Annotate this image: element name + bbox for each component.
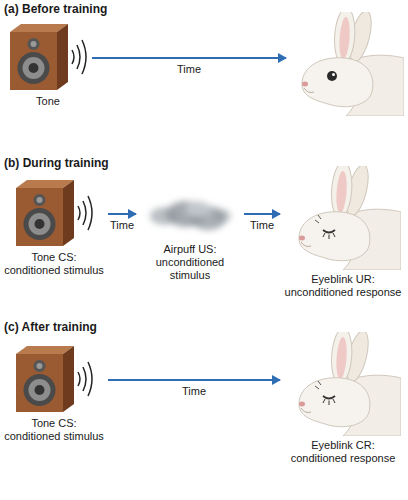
- rabbit-illustration: [288, 12, 404, 116]
- node-caption: Tone: [6, 95, 90, 108]
- rabbit-node: Eyeblink CR: conditioned response: [282, 332, 404, 465]
- speaker-illustration: [12, 176, 96, 248]
- speaker-node: Tone CS: conditioned stimulus: [2, 176, 106, 277]
- panel-heading: (b) During training: [4, 156, 109, 170]
- rabbit-illustration: [285, 332, 401, 436]
- edge-label: Time: [248, 219, 276, 232]
- time-arrow: [244, 213, 280, 215]
- time-arrow: [92, 57, 286, 59]
- edge-label: Time: [175, 63, 203, 76]
- panel-heading: (c) After training: [4, 320, 97, 334]
- speaker-node: Tone CS: conditioned stimulus: [2, 342, 106, 443]
- rabbit-node: [288, 12, 404, 116]
- panel-heading: (a) Before training: [4, 2, 107, 16]
- node-caption: Eyeblink CR: conditioned response: [282, 439, 404, 465]
- node-caption: Tone CS: conditioned stimulus: [2, 251, 106, 277]
- speaker-node: Tone: [6, 20, 90, 108]
- edge-label: Time: [180, 385, 208, 398]
- airpuff-illustration: [142, 192, 238, 240]
- node-caption: Airpuff US: unconditioned stimulus: [138, 243, 242, 282]
- edge-label: Time: [108, 219, 136, 232]
- time-arrow: [108, 379, 280, 381]
- node-caption: Eyeblink UR: unconditioned response: [282, 273, 404, 299]
- speaker-illustration: [12, 342, 96, 414]
- rabbit-node: Eyeblink UR: unconditioned response: [282, 166, 404, 299]
- time-arrow: [108, 213, 136, 215]
- stimulus-node: Airpuff US: unconditioned stimulus: [138, 192, 242, 282]
- rabbit-illustration: [285, 166, 401, 270]
- node-caption: Tone CS: conditioned stimulus: [2, 417, 106, 443]
- speaker-illustration: [6, 20, 90, 92]
